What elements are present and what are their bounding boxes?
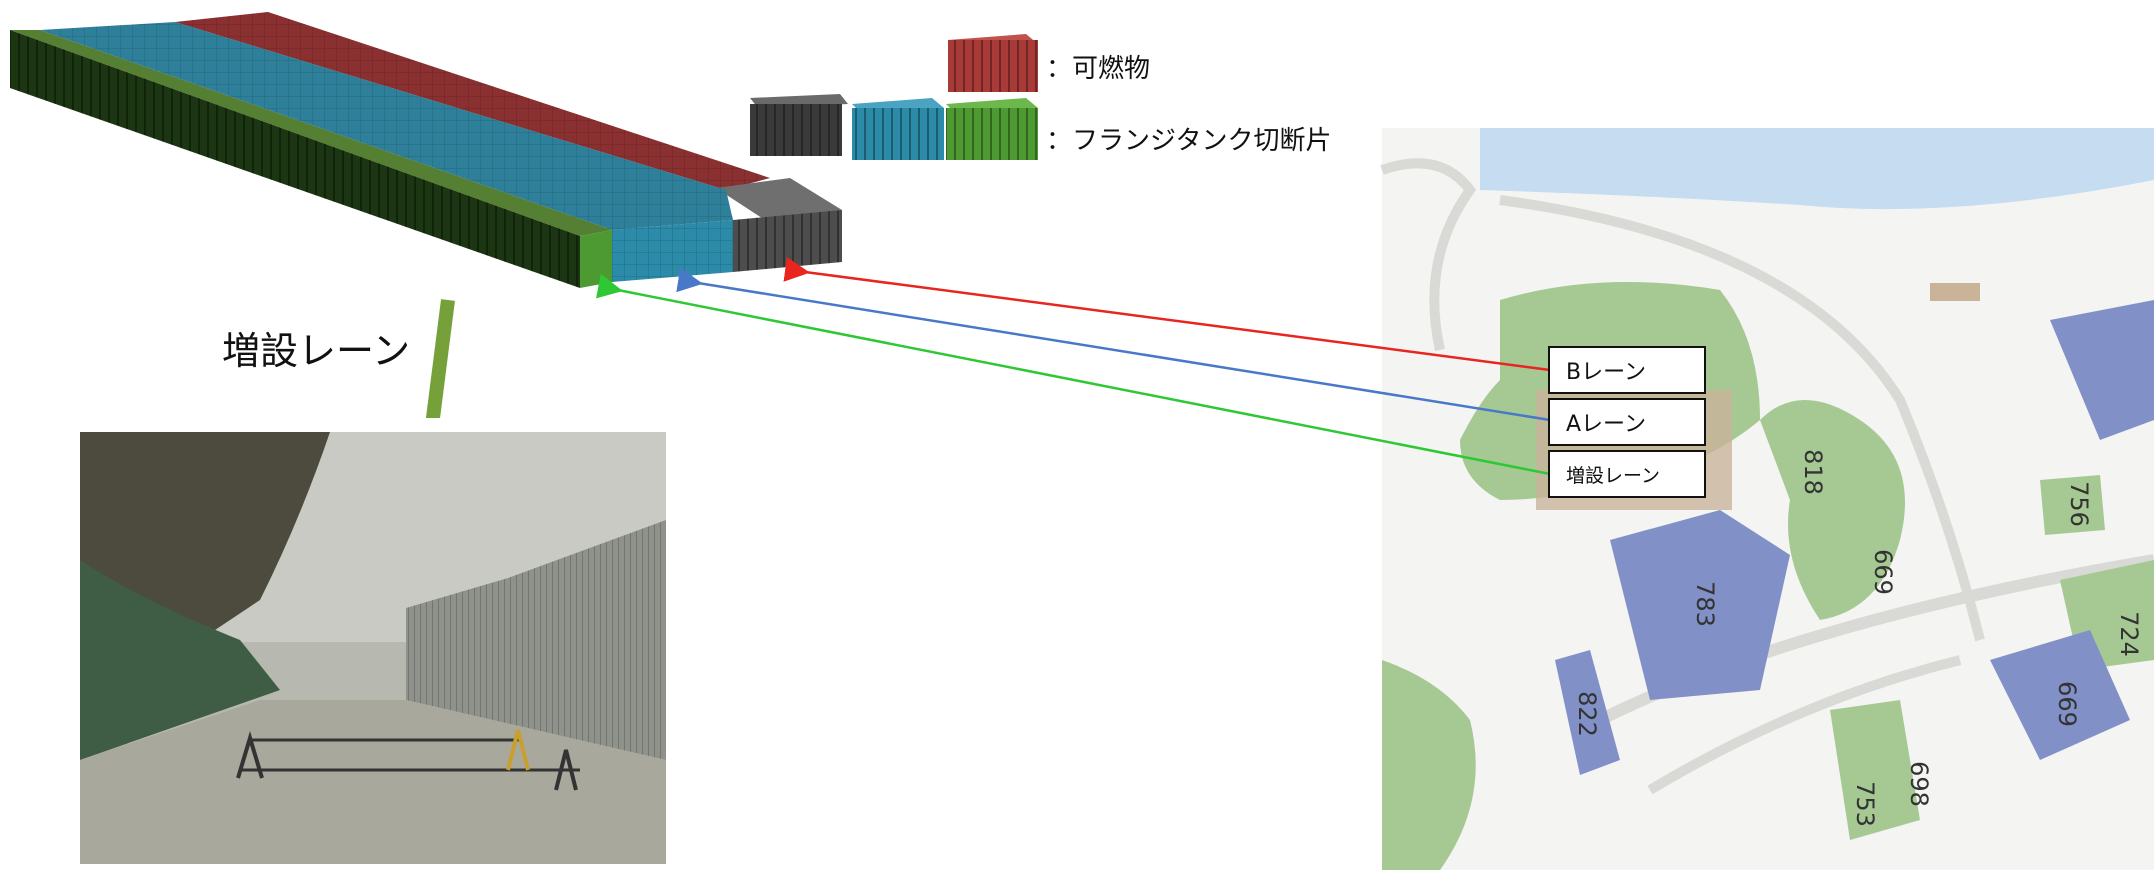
expansion-lane-arrow [595, 273, 1551, 476]
legend-swatch-gray [750, 94, 848, 156]
legend-combustible-label: ：可燃物 [1046, 54, 1151, 84]
container-stack-model [10, 12, 842, 288]
expansion-lane-label: 増設レーン [1566, 464, 1661, 487]
a-lane-box: Aレーン [1548, 398, 1706, 446]
b-lane-arrow [783, 256, 1551, 372]
legend [750, 34, 1038, 160]
lane-site-photo [60, 418, 682, 870]
legend-swatch-combustible [948, 34, 1038, 92]
green-row-front [580, 230, 612, 288]
legend-swatch-green [946, 98, 1038, 160]
map-label-783: 783 [1690, 581, 1719, 627]
gray-end-block-top [716, 178, 842, 220]
map-label-669-b: 669 [2052, 681, 2081, 727]
map-label-822: 822 [1572, 691, 1601, 737]
site-map [1380, 128, 2154, 870]
map-label-756: 756 [2064, 481, 2093, 527]
map-label-818: 818 [1798, 449, 1827, 495]
a-lane-arrow [676, 267, 1551, 422]
map-label-698: 698 [1904, 761, 1933, 807]
map-label-753: 753 [1850, 781, 1879, 827]
lane-arrows [595, 256, 1551, 476]
map-label-724: 724 [2114, 611, 2143, 657]
b-lane-label: Bレーン [1566, 360, 1646, 385]
legend-flange-tank-label: ：フランジタンク切断片 [1046, 126, 1332, 156]
a-lane-label: Aレーン [1566, 412, 1646, 437]
map-label-669: 669 [1868, 549, 1897, 595]
expansion-lane-annotation: 増設レーン [222, 329, 411, 373]
legend-swatch-teal [852, 98, 944, 160]
green-row-top [10, 30, 612, 236]
b-lane-box: Bレーン [1548, 346, 1706, 394]
expansion-lane-box: 増設レーン [1548, 450, 1706, 498]
